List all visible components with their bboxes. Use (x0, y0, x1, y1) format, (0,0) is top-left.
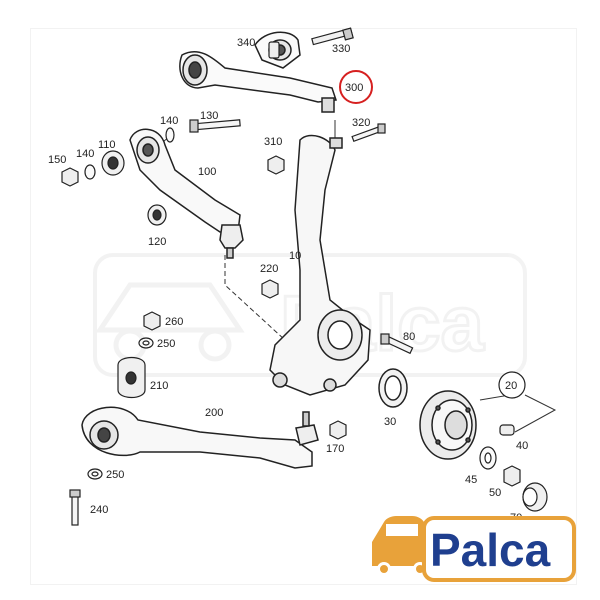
part-label-40: 40 (516, 440, 528, 452)
part-label-110: 110 (98, 139, 116, 151)
part-label-340: 340 (237, 37, 255, 49)
part-label-220: 220 (260, 263, 278, 275)
bolt-130 (189, 119, 241, 133)
car-icon (372, 516, 432, 576)
part-label-260: 260 (165, 316, 183, 328)
wheel-hub-20 (419, 390, 477, 460)
nut-220 (261, 279, 279, 299)
part-label-20: 20 (505, 380, 517, 392)
cap-70 (522, 482, 548, 512)
part-label-310: 310 (264, 136, 282, 148)
bushing-120 (147, 204, 167, 226)
seal-30 (378, 368, 408, 408)
label-20-circle (498, 371, 526, 399)
part-label-240: 240 (90, 504, 108, 516)
washer-250-bottom (87, 468, 103, 480)
part-label-200: 200 (205, 407, 223, 419)
palca-logo: Palca (372, 516, 576, 582)
part-label-130: 130 (200, 110, 218, 122)
part-label-250-top: 250 (157, 338, 175, 350)
nut-170 (329, 420, 347, 440)
palca-logo-text: Palca (430, 524, 551, 576)
steering-knuckle (269, 134, 371, 396)
washer-250-top (138, 337, 154, 349)
part-label-320: 320 (352, 117, 370, 129)
part-label-250-bottom: 250 (106, 469, 124, 481)
part-label-30: 30 (384, 416, 396, 428)
stud-40 (499, 424, 515, 436)
upper-control-arm (179, 31, 338, 113)
part-label-100: 100 (198, 166, 216, 178)
part-label-45: 45 (465, 474, 477, 486)
nut-310 (267, 155, 285, 175)
part-label-120: 120 (148, 236, 166, 248)
part-label-140-left: 140 (76, 148, 94, 160)
washer-140-top (165, 127, 175, 143)
part-label-170: 170 (326, 443, 344, 455)
part-label-50: 50 (489, 487, 501, 499)
part-label-330: 330 (332, 43, 350, 55)
bolt-330 (311, 27, 354, 46)
part-label-150: 150 (48, 154, 66, 166)
nut-340 (268, 41, 280, 59)
front-tension-strut (129, 128, 244, 259)
bushing-210 (117, 356, 146, 399)
label-300-highlight (339, 70, 373, 104)
washer-140 (84, 164, 96, 180)
part-label-140-top: 140 (160, 115, 178, 127)
nut-260 (143, 311, 161, 331)
bushing-110 (101, 150, 125, 176)
part-label-10: 10 (289, 250, 301, 262)
washer-45 (479, 446, 497, 470)
part-label-80: 80 (403, 331, 415, 343)
lower-control-arm (81, 406, 319, 469)
part-label-210: 210 (150, 380, 168, 392)
bolt-320 (351, 123, 386, 143)
nut-150 (61, 167, 79, 187)
part-label-300: 300 (345, 82, 363, 94)
bolt-80 (380, 333, 414, 355)
nut-50 (503, 465, 521, 487)
bolt-240 (69, 489, 81, 526)
